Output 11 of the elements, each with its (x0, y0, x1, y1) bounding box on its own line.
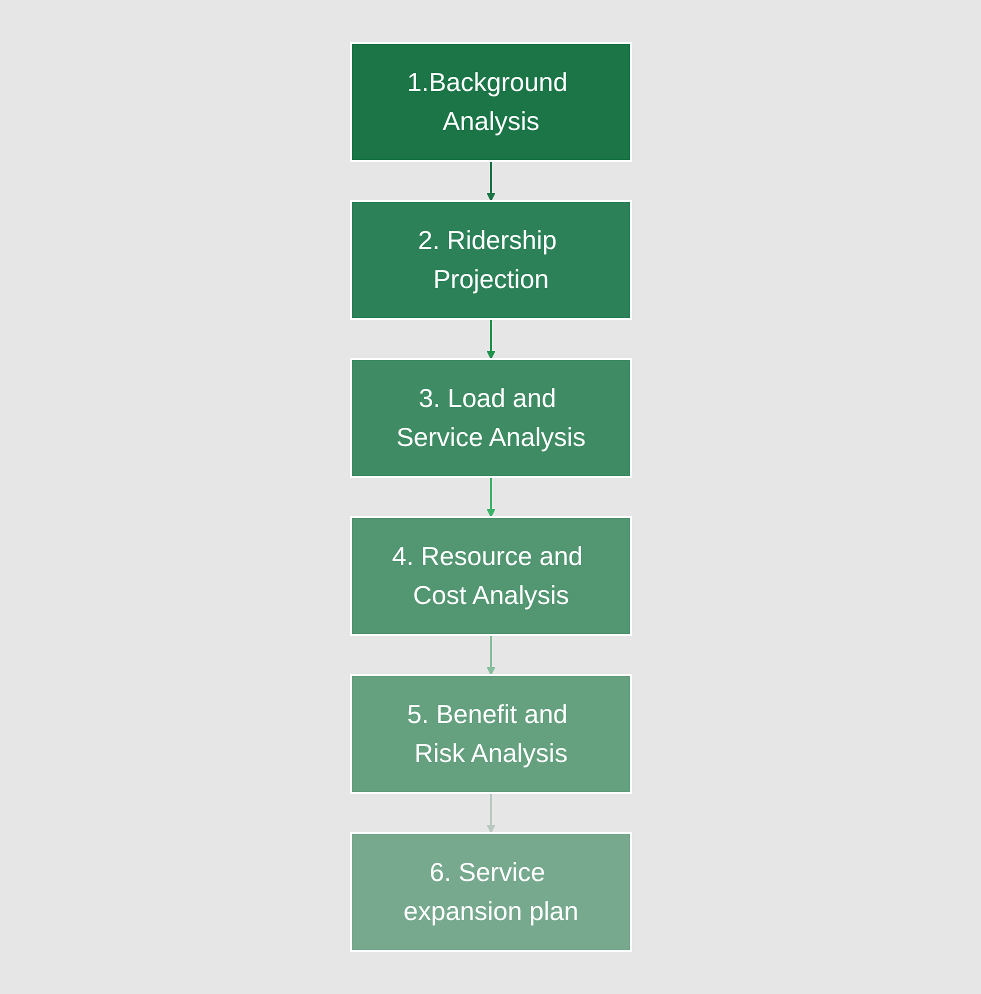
arrow (486, 161, 495, 202)
arrow (486, 477, 495, 518)
node-box: 2. Ridership Projection (350, 200, 632, 320)
node-box: 1.Background Analysis (350, 42, 632, 162)
arrow (486, 319, 495, 360)
node-box: 6. Service expansion plan (350, 832, 632, 952)
arrow (486, 793, 495, 834)
node-box: 4. Resource and Cost Analysis (350, 516, 632, 636)
arrow (486, 635, 495, 676)
node-box: 3. Load and Service Analysis (350, 358, 632, 478)
node-box: 5. Benefit and Risk Analysis (350, 674, 632, 794)
